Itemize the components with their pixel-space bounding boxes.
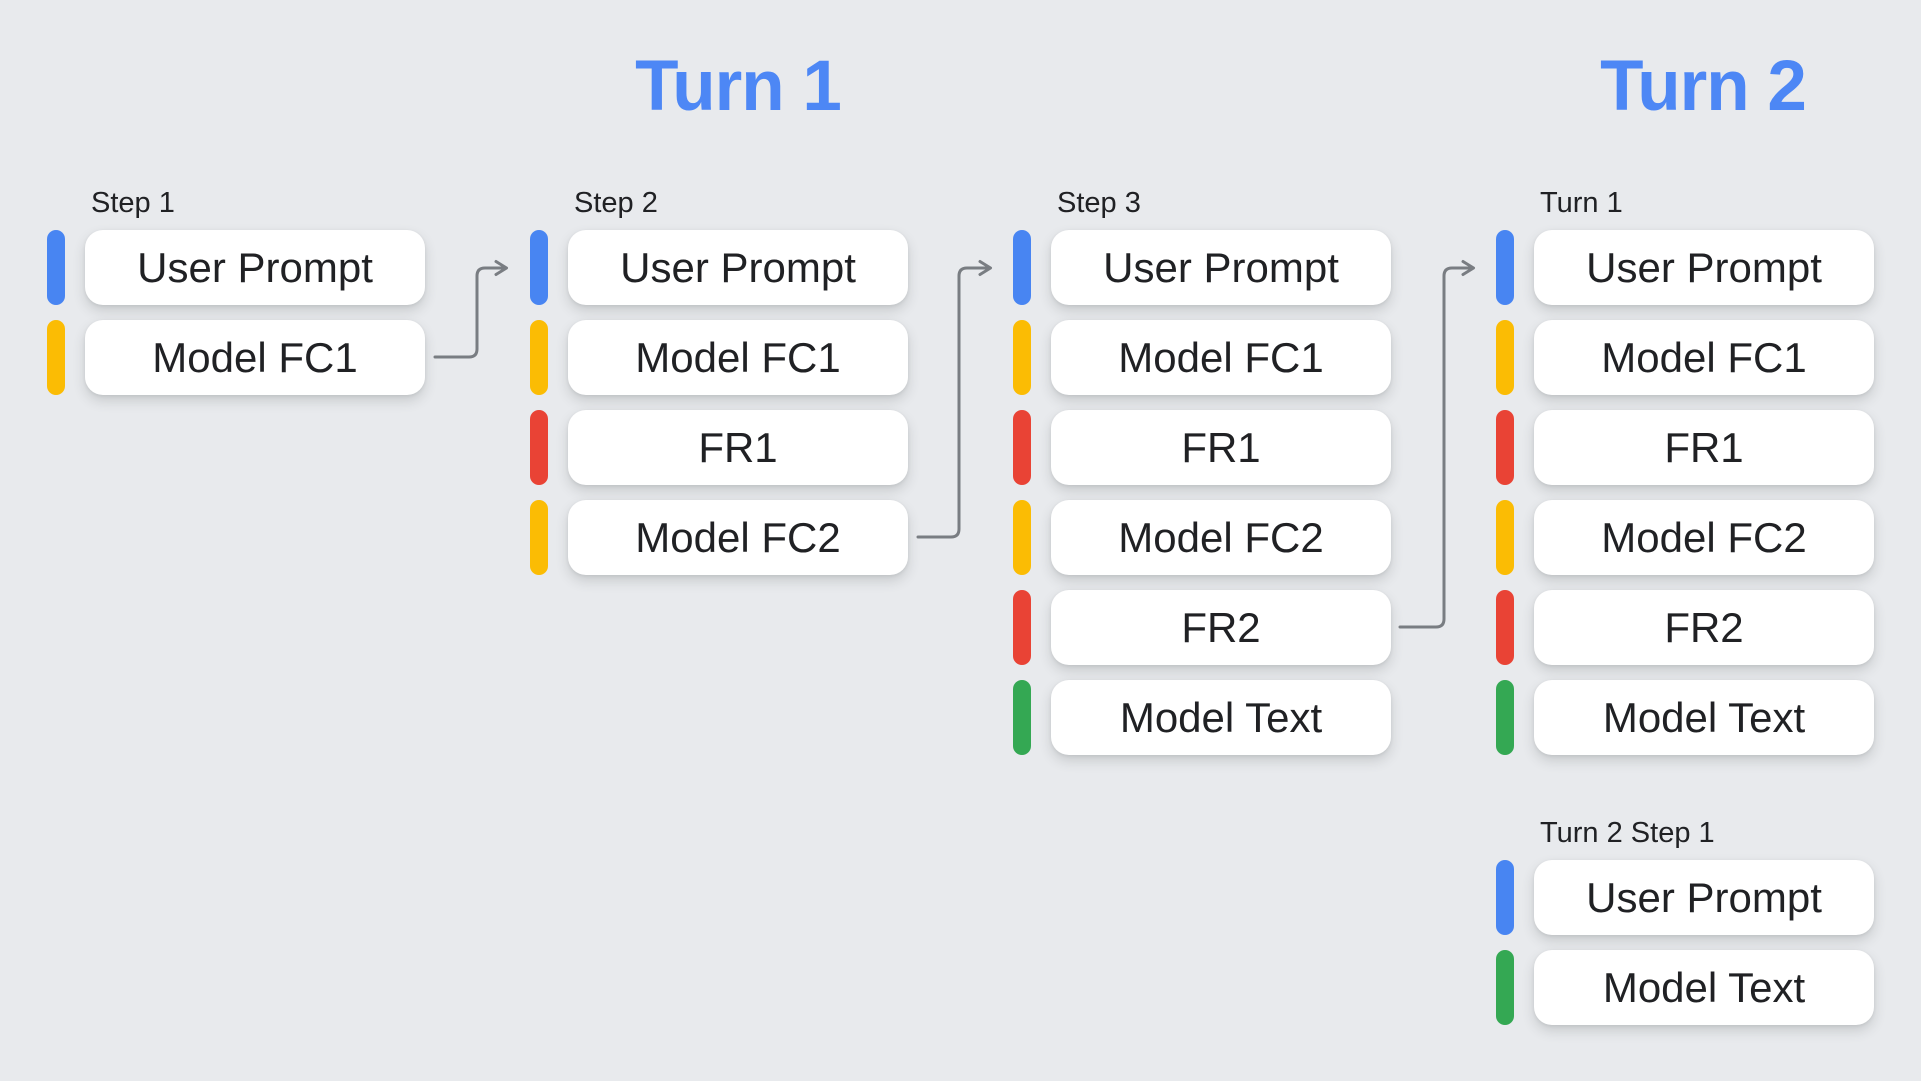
card-fr1: FR1	[1051, 410, 1391, 485]
card-label: Model Text	[1119, 693, 1323, 741]
card-model-fc1: Model FC1	[1534, 320, 1874, 395]
card-user-prompt: User Prompt	[568, 230, 908, 305]
card-label: User Prompt	[620, 243, 856, 291]
card-model-text: Model Text	[1534, 680, 1874, 755]
diagram-row: Model Text	[1496, 950, 1896, 1025]
diagram-row: Model FC1	[1496, 320, 1896, 395]
turn-2-heading: Turn 2	[1600, 47, 1807, 126]
diagram-row: User Prompt	[1496, 860, 1896, 935]
model-fc1-pill	[530, 320, 548, 395]
user-prompt-pill	[1013, 230, 1031, 305]
card-label: User Prompt	[1103, 243, 1339, 291]
card-label: User Prompt	[1586, 873, 1822, 921]
column-label: Step 2	[574, 187, 658, 219]
model-fc1-pill	[1013, 320, 1031, 395]
card-user-prompt: User Prompt	[1534, 230, 1874, 305]
diagram-row: Model Text	[1496, 680, 1896, 755]
card-label: Model FC2	[1601, 513, 1807, 561]
card-model-text: Model Text	[1534, 950, 1874, 1025]
fr1-pill	[530, 410, 548, 485]
card-fr1: FR1	[1534, 410, 1874, 485]
card-model-text: Model Text	[1051, 680, 1391, 755]
diagram-row: Model FC1	[47, 320, 447, 395]
fr1-pill	[1013, 410, 1031, 485]
model-fc2-pill	[1013, 500, 1031, 575]
card-user-prompt: User Prompt	[85, 230, 425, 305]
user-prompt-pill	[530, 230, 548, 305]
fr1-pill	[1496, 410, 1514, 485]
card-label: FR2	[1181, 603, 1261, 651]
card-model-fc1: Model FC1	[568, 320, 908, 395]
card-label: FR1	[1664, 423, 1744, 471]
card-model-fc1: Model FC1	[85, 320, 425, 395]
diagram-row: Model Text	[1013, 680, 1413, 755]
column-label: Turn 1	[1540, 187, 1623, 219]
card-fr2: FR2	[1534, 590, 1874, 665]
diagram-row: User Prompt	[47, 230, 447, 305]
diagram-row: Model FC2	[1013, 500, 1413, 575]
model-text-pill	[1496, 680, 1514, 755]
card-label: Model Text	[1602, 963, 1806, 1011]
user-prompt-pill	[1496, 230, 1514, 305]
diagram-row: User Prompt	[530, 230, 930, 305]
card-label: User Prompt	[137, 243, 373, 291]
user-prompt-pill	[1496, 860, 1514, 935]
diagram-row: FR1	[1013, 410, 1413, 485]
card-fr2: FR2	[1051, 590, 1391, 665]
card-label: FR1	[698, 423, 778, 471]
diagram-row: FR1	[1496, 410, 1896, 485]
column-label: Step 3	[1057, 187, 1141, 219]
diagram-row: Model FC1	[1013, 320, 1413, 395]
card-label: Model FC2	[635, 513, 841, 561]
card-label: Model Text	[1602, 693, 1806, 741]
card-label: Model FC2	[1118, 513, 1324, 561]
diagram-row: User Prompt	[1013, 230, 1413, 305]
card-label: User Prompt	[1586, 243, 1822, 291]
model-fc2-pill	[530, 500, 548, 575]
diagram-row: FR2	[1496, 590, 1896, 665]
model-text-pill	[1496, 950, 1514, 1025]
card-model-fc2: Model FC2	[1051, 500, 1391, 575]
card-label: Model FC1	[1601, 333, 1807, 381]
model-fc2-pill	[1496, 500, 1514, 575]
model-text-pill	[1013, 680, 1031, 755]
model-fc1-pill	[47, 320, 65, 395]
card-user-prompt: User Prompt	[1051, 230, 1391, 305]
card-model-fc2: Model FC2	[1534, 500, 1874, 575]
user-prompt-pill	[47, 230, 65, 305]
diagram-row: FR1	[530, 410, 930, 485]
card-label: FR2	[1664, 603, 1744, 651]
diagram-row: FR2	[1013, 590, 1413, 665]
card-user-prompt: User Prompt	[1534, 860, 1874, 935]
diagram-row: Model FC2	[1496, 500, 1896, 575]
model-fc1-pill	[1496, 320, 1514, 395]
fr2-pill	[1013, 590, 1031, 665]
column-label: Turn 2 Step 1	[1540, 817, 1715, 849]
card-model-fc1: Model FC1	[1051, 320, 1391, 395]
turn-1-heading: Turn 1	[635, 47, 842, 126]
diagram-row: Model FC1	[530, 320, 930, 395]
diagram-row: Model FC2	[530, 500, 930, 575]
card-label: Model FC1	[635, 333, 841, 381]
card-label: FR1	[1181, 423, 1261, 471]
fr2-pill	[1496, 590, 1514, 665]
card-model-fc2: Model FC2	[568, 500, 908, 575]
card-label: Model FC1	[1118, 333, 1324, 381]
column-label: Step 1	[91, 187, 175, 219]
diagram-row: User Prompt	[1496, 230, 1896, 305]
card-fr1: FR1	[568, 410, 908, 485]
card-label: Model FC1	[152, 333, 358, 381]
